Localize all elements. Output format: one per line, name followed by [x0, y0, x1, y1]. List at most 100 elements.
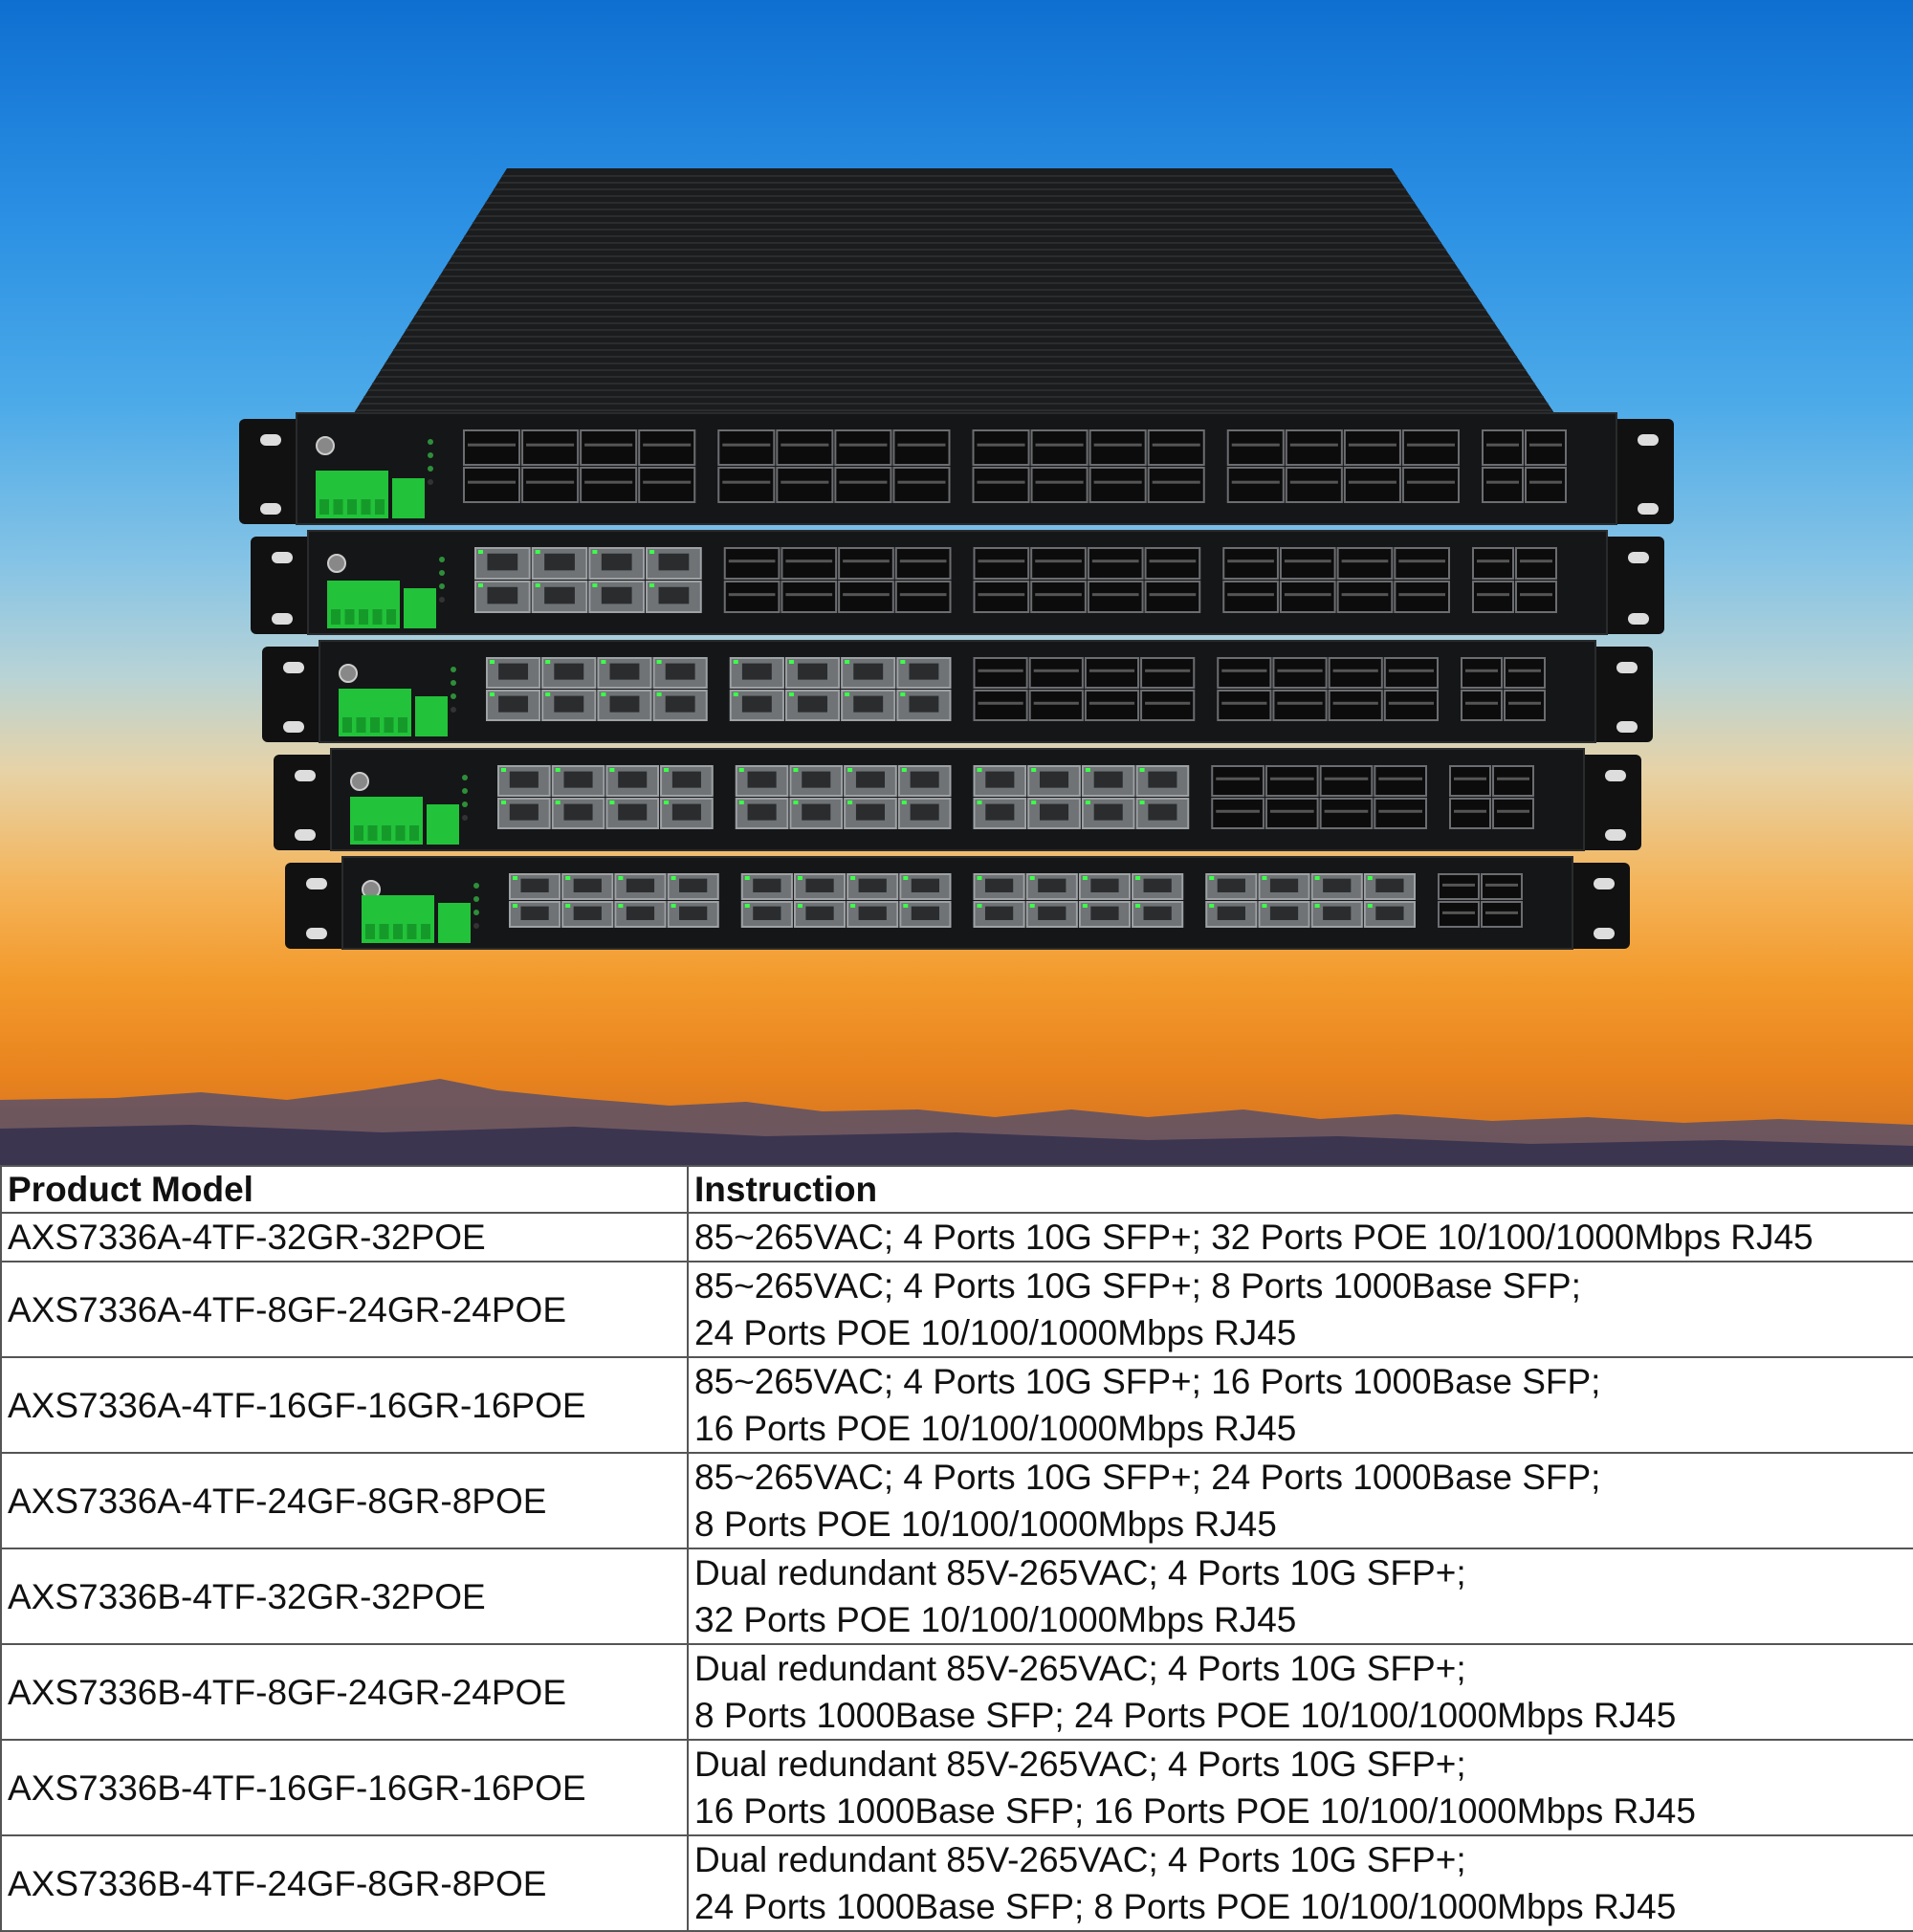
sfp-cage [892, 429, 951, 466]
rj45-socket [858, 906, 887, 920]
sfp-cage [463, 467, 521, 503]
port-led [977, 876, 982, 880]
sfp-cage [521, 429, 580, 466]
sfp-cage [1401, 467, 1460, 503]
sfp-cage [1449, 765, 1491, 797]
terminal-screw [367, 825, 378, 841]
rj45-socket [1323, 878, 1352, 892]
terminal-screw [407, 924, 417, 939]
sfp-latch [1216, 809, 1260, 813]
sfp-latch [978, 560, 1025, 563]
sfp-cage [723, 547, 781, 580]
port-led [1029, 876, 1035, 880]
sfp-latch [1465, 669, 1498, 672]
sfp-latch [1406, 443, 1455, 447]
sfp-latch [1348, 480, 1396, 484]
rj45-jack [1081, 765, 1135, 797]
sfp-cage [973, 690, 1028, 721]
sfp-cage [1472, 547, 1514, 580]
rack-ear-hole [1594, 878, 1615, 889]
sfp-cage [1328, 690, 1383, 721]
terminal-screw [370, 717, 380, 733]
port-led [793, 768, 799, 772]
port-led [601, 692, 606, 696]
sfp-latch [468, 443, 517, 447]
sfp-cage [1461, 690, 1503, 721]
sfp-cage [1226, 467, 1285, 503]
rj45-socket [487, 553, 518, 571]
rack-ear-hole [1605, 770, 1626, 781]
sfp-cage [838, 581, 894, 613]
rj45-socket [798, 663, 827, 680]
terminal-screw [333, 499, 343, 515]
sfp-latch [977, 443, 1025, 447]
status-led-icon [428, 466, 433, 472]
terminal-screw [331, 609, 341, 625]
sfp-latch [1341, 560, 1389, 563]
status-led-icon [451, 680, 456, 686]
status-led-icon [462, 788, 468, 794]
sfp-latch [1442, 911, 1475, 914]
rj45-socket [609, 695, 640, 713]
sfp-cage [834, 429, 892, 466]
sfp-cage [972, 429, 1030, 466]
rj45-socket [1090, 906, 1119, 920]
sfp-latch [1088, 669, 1135, 672]
sfp-latch [1486, 480, 1519, 484]
rj45-jack [497, 765, 551, 797]
instruction-line: Dual redundant 85V-265VAC; 4 Ports 10G S… [694, 1649, 1466, 1688]
sfp-cage [1438, 901, 1480, 928]
instruction-cell: Dual redundant 85V-265VAC; 4 Ports 10G S… [687, 1739, 1913, 1836]
port-led [664, 801, 670, 804]
port-led [490, 660, 495, 664]
port-led [1262, 876, 1267, 880]
sfp-latch [1088, 701, 1135, 705]
rj45-socket [544, 553, 575, 571]
sfp-cage [1285, 467, 1343, 503]
instruction-line: Dual redundant 85V-265VAC; 4 Ports 10G S… [694, 1745, 1466, 1784]
status-led-icon [451, 667, 456, 672]
sfp-latch [1477, 593, 1509, 597]
port-led [733, 660, 738, 664]
sfp-latch [1486, 443, 1519, 447]
product-spec-table: Product Model Instruction AXS7336A-4TF-3… [0, 1165, 1913, 1932]
port-led [900, 660, 906, 664]
sfp-cage [1144, 581, 1201, 613]
sfp-latch [1231, 443, 1280, 447]
switch-stack-illustration [0, 168, 1913, 1165]
rj45-socket [658, 553, 690, 571]
instruction-line: 85~265VAC; 4 Ports 10G SFP+; 24 Ports 10… [694, 1458, 1601, 1497]
instruction-line: Dual redundant 85V-265VAC; 4 Ports 10G S… [694, 1840, 1466, 1879]
sfp-latch [1508, 669, 1541, 672]
sfp-cage [1525, 467, 1567, 503]
sfp-latch [781, 443, 829, 447]
rj45-socket [741, 695, 772, 713]
sfp-latch [899, 560, 947, 563]
sfp-cage [776, 429, 834, 466]
sfp-cage [717, 467, 776, 503]
port-led [501, 801, 506, 804]
rj45-socket [1038, 906, 1066, 920]
port-led [1262, 904, 1267, 908]
terminal-screw [342, 717, 352, 733]
rj45-socket [563, 803, 593, 821]
sfp-cage [1272, 657, 1328, 689]
sfp-latch [1341, 593, 1389, 597]
rj45-socket [658, 586, 690, 604]
sfp-latch [1477, 560, 1509, 563]
port-led [900, 692, 906, 696]
sfp-cage [1482, 429, 1524, 466]
sfp-latch [1091, 593, 1139, 597]
sfp-latch [1388, 701, 1434, 705]
sfp-latch [1145, 669, 1191, 672]
port-led [656, 660, 662, 664]
sfp-latch [728, 593, 776, 597]
port-led [903, 876, 909, 880]
rj45-socket [626, 878, 655, 892]
sfp-cage [1140, 657, 1196, 689]
sfp-cage [1481, 901, 1523, 928]
port-led [977, 904, 982, 908]
sfp-latch [978, 593, 1025, 597]
